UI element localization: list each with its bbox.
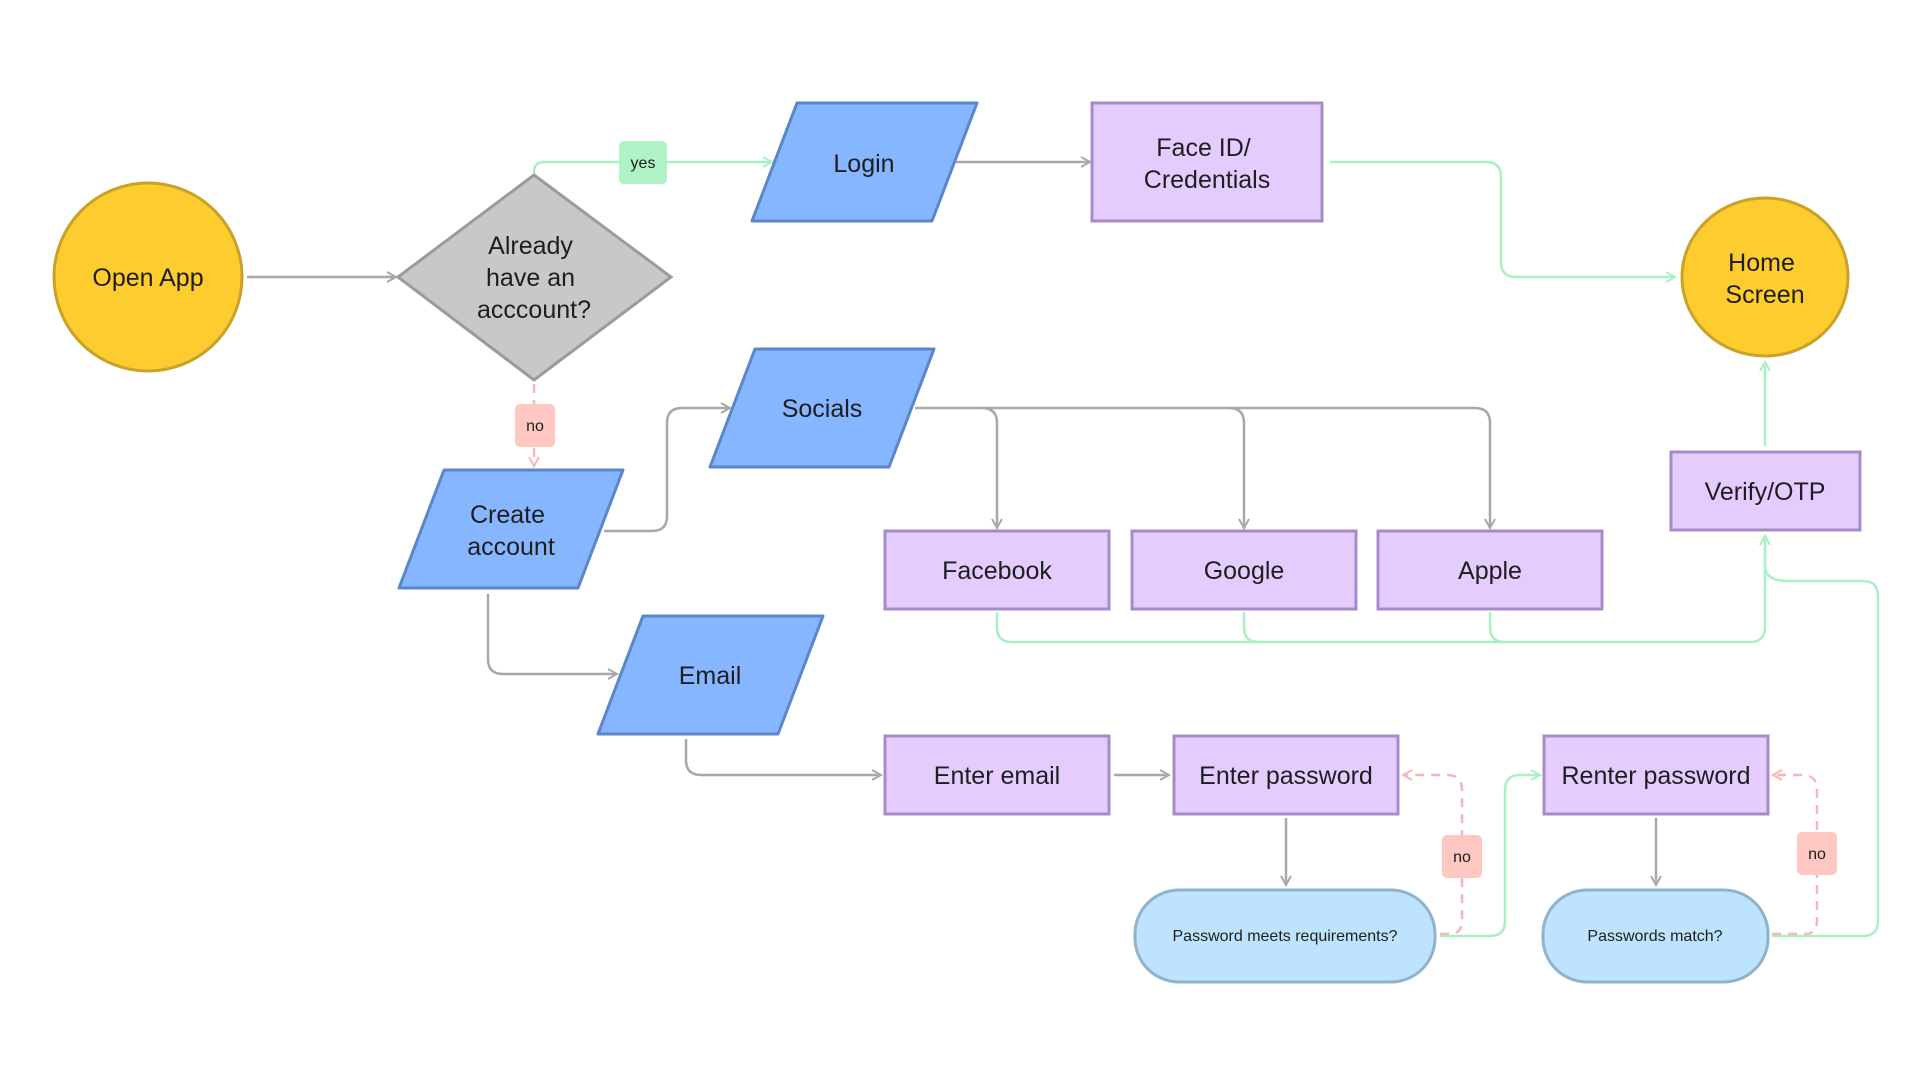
tag-yes-bg [619, 141, 667, 184]
edge-google-merge [1242, 612, 1260, 644]
decision-label: Already have an acccount? [477, 232, 591, 324]
face-id-label: Face ID/ Credentials [1144, 134, 1270, 194]
tag-no-requirements-bg [1442, 835, 1482, 878]
enter-password-box [1172, 734, 1400, 816]
node-renter-password[interactable]: Renter password [1542, 734, 1770, 816]
enter-email-box [883, 734, 1111, 816]
renter-password-box [1542, 734, 1770, 816]
edge-socials-to-google [982, 406, 1244, 528]
edge-check-no-to-password [1403, 775, 1464, 936]
facebook-label: Facebook [942, 557, 1052, 585]
edge-tags: yes no no no [515, 141, 1837, 878]
edge-faceid-to-home [1330, 160, 1675, 277]
edge-socials-to-apple [1229, 406, 1490, 528]
edges [247, 160, 1880, 938]
open-app-circle [52, 181, 244, 373]
face-id-line-2: Credentials [1144, 166, 1270, 194]
tag-no-account: no [526, 418, 544, 435]
edge-check-yes-to-renter [1440, 775, 1540, 938]
node-google[interactable]: Google [1130, 529, 1358, 611]
tag-yes: yes [631, 155, 656, 172]
home-screen-circle [1680, 196, 1850, 358]
enter-password-label: Enter password [1199, 762, 1373, 790]
socials-label: Socials [782, 395, 863, 423]
create-account-line-2: account [467, 533, 555, 561]
home-screen-line-1: Home [1728, 249, 1795, 277]
apple-box [1376, 529, 1604, 611]
passwords-match-label: Passwords match? [1587, 928, 1722, 945]
enter-email-label: Enter email [934, 762, 1060, 790]
edge-socials-to-facebook [915, 406, 997, 528]
edge-create-to-socials [604, 408, 730, 533]
open-app-label: Open App [92, 264, 203, 292]
node-facebook[interactable]: Facebook [883, 529, 1111, 611]
node-enter-email[interactable]: Enter email [883, 734, 1111, 816]
node-create-account[interactable]: Create account [397, 468, 625, 590]
node-decision[interactable]: Already have an acccount? [395, 173, 674, 382]
face-id-line-1: Face ID/ [1156, 134, 1251, 162]
google-box [1130, 529, 1358, 611]
node-email[interactable]: Email [596, 614, 825, 736]
edge-decision-yes-to-login [532, 162, 772, 175]
tag-no-match: no [1808, 846, 1826, 863]
node-open-app[interactable]: Open App [52, 181, 244, 373]
passwords-match-pill [1541, 888, 1770, 984]
create-account-shape [397, 468, 625, 590]
create-account-line-1: Create [470, 501, 545, 529]
decision-line-3: acccount? [477, 296, 591, 324]
email-label: Email [679, 662, 742, 690]
decision-line-2: have an [486, 264, 575, 292]
home-screen-label: Home Screen [1725, 249, 1804, 309]
face-id-box [1090, 101, 1324, 223]
tag-no-requirements: no [1453, 849, 1471, 866]
node-login[interactable]: Login [750, 101, 979, 223]
verify-otp-box [1669, 450, 1862, 532]
decision-line-1: Already [488, 232, 573, 260]
home-screen-line-2: Screen [1725, 281, 1804, 309]
node-face-id[interactable]: Face ID/ Credentials [1090, 101, 1324, 223]
socials-shape [708, 347, 936, 469]
password-check-label: Password meets requirements? [1173, 928, 1398, 945]
edge-apple-merge [1488, 612, 1506, 644]
node-verify-otp[interactable]: Verify/OTP [1669, 450, 1862, 532]
create-account-label: Create account [467, 501, 555, 561]
apple-label: Apple [1458, 557, 1522, 585]
node-passwords-match[interactable]: Passwords match? [1541, 888, 1770, 984]
tag-no-match-bg [1797, 832, 1837, 875]
nodes: Open App Already have an acccount? Login… [52, 101, 1862, 984]
login-shape [750, 101, 979, 223]
node-home-screen[interactable]: Home Screen [1680, 196, 1850, 358]
edge-socials-merge-to-verify [995, 536, 1765, 644]
node-password-check[interactable]: Password meets requirements? [1133, 888, 1437, 984]
node-apple[interactable]: Apple [1376, 529, 1604, 611]
edge-match-yes-to-verify [1765, 536, 1880, 938]
node-socials[interactable]: Socials [708, 347, 936, 469]
decision-diamond [395, 173, 674, 382]
edge-email-to-enter-email [684, 739, 881, 775]
tag-no-account-bg [515, 404, 555, 447]
password-check-pill [1133, 888, 1437, 984]
node-enter-password[interactable]: Enter password [1172, 734, 1400, 816]
renter-password-label: Renter password [1562, 762, 1751, 790]
login-label: Login [833, 150, 894, 178]
google-label: Google [1204, 557, 1285, 585]
verify-otp-label: Verify/OTP [1705, 478, 1826, 506]
email-shape [596, 614, 825, 736]
edge-create-to-email [486, 594, 617, 674]
facebook-box [883, 529, 1111, 611]
